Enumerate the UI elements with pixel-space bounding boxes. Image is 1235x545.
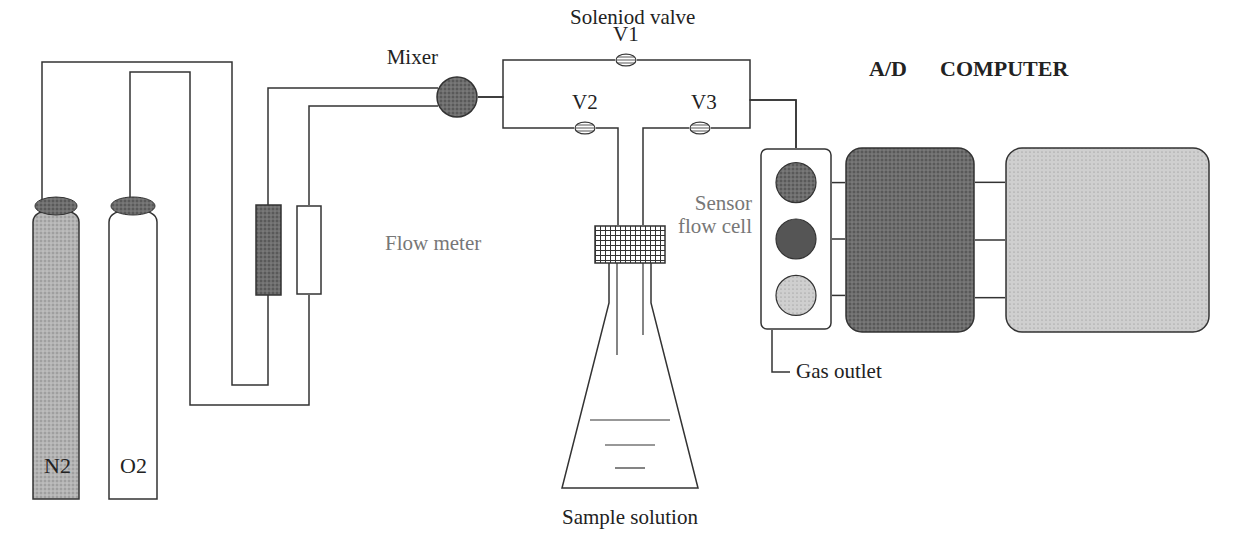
pipe-line bbox=[832, 295, 845, 297]
pipe-line bbox=[975, 297, 1005, 299]
pipe-line bbox=[975, 297, 1005, 298]
pipe-line bbox=[637, 60, 796, 148]
device-box bbox=[1005, 147, 1210, 333]
node-label: Sensor flow cell bbox=[670, 192, 752, 238]
annotation-label: Soleniod valve bbox=[570, 6, 695, 29]
pipe-line bbox=[309, 106, 438, 205]
node-label: V3 bbox=[691, 91, 717, 114]
pipe-line bbox=[643, 128, 689, 225]
pipe-line bbox=[42, 62, 438, 385]
computer: COMPUTER bbox=[1005, 147, 1210, 333]
pipe-line bbox=[711, 100, 796, 148]
gas-outlet-pipe bbox=[772, 330, 790, 372]
node-label: V2 bbox=[572, 91, 598, 114]
pipe-line bbox=[975, 182, 1005, 184]
solenoid-valve: V2 bbox=[574, 121, 596, 135]
node-label: Flow meter bbox=[385, 232, 481, 255]
node-label: O2 bbox=[120, 454, 147, 478]
pipe-line bbox=[975, 182, 1005, 183]
annotation-label: Gas outlet bbox=[796, 360, 882, 383]
pipe-line bbox=[975, 239, 1005, 241]
pipe-line bbox=[478, 97, 574, 128]
mixer-circle bbox=[436, 76, 478, 118]
node-label: Mixer bbox=[387, 46, 438, 69]
node-label: A/D bbox=[869, 57, 907, 81]
pipe-line bbox=[832, 182, 845, 183]
sample-flask: Sample solution bbox=[560, 225, 700, 490]
valve-shape bbox=[574, 121, 596, 135]
pipe-line bbox=[832, 295, 845, 296]
flow-meter-tube bbox=[296, 205, 322, 295]
node-label: Sample solution bbox=[562, 506, 698, 529]
valve-shape bbox=[689, 121, 711, 135]
pipe-line bbox=[309, 106, 438, 205]
sensor-flow-cell: Sensor flow cell bbox=[760, 148, 832, 330]
sensor-cell bbox=[760, 148, 832, 330]
valve-shape bbox=[615, 53, 637, 67]
pipe-line bbox=[596, 128, 618, 225]
mixer: Mixer bbox=[436, 76, 478, 118]
flow-meter-tube bbox=[256, 205, 281, 295]
device-box bbox=[845, 147, 975, 333]
node-label: COMPUTER bbox=[940, 57, 1068, 81]
flow-meter: Flow meter bbox=[296, 205, 322, 295]
solenoid-valve: V3 bbox=[689, 121, 711, 135]
pipe-line bbox=[975, 240, 1005, 241]
flask-shape bbox=[560, 225, 700, 490]
pipe-line bbox=[832, 182, 845, 184]
solenoid-valve: V1 bbox=[615, 53, 637, 67]
pipe-line bbox=[637, 60, 796, 148]
node-label: N2 bbox=[44, 454, 71, 478]
gas-cylinder: O2 bbox=[108, 196, 158, 500]
pipe-line bbox=[478, 97, 574, 128]
gas-cylinder: N2 bbox=[32, 196, 80, 500]
pipe-line bbox=[832, 239, 845, 240]
pipe-line bbox=[596, 128, 618, 225]
pipe-line bbox=[711, 100, 796, 148]
pipe-line bbox=[643, 128, 689, 225]
pipe-line bbox=[42, 62, 438, 385]
ad-converter: A/D bbox=[845, 147, 975, 333]
pipe-line bbox=[832, 238, 845, 240]
